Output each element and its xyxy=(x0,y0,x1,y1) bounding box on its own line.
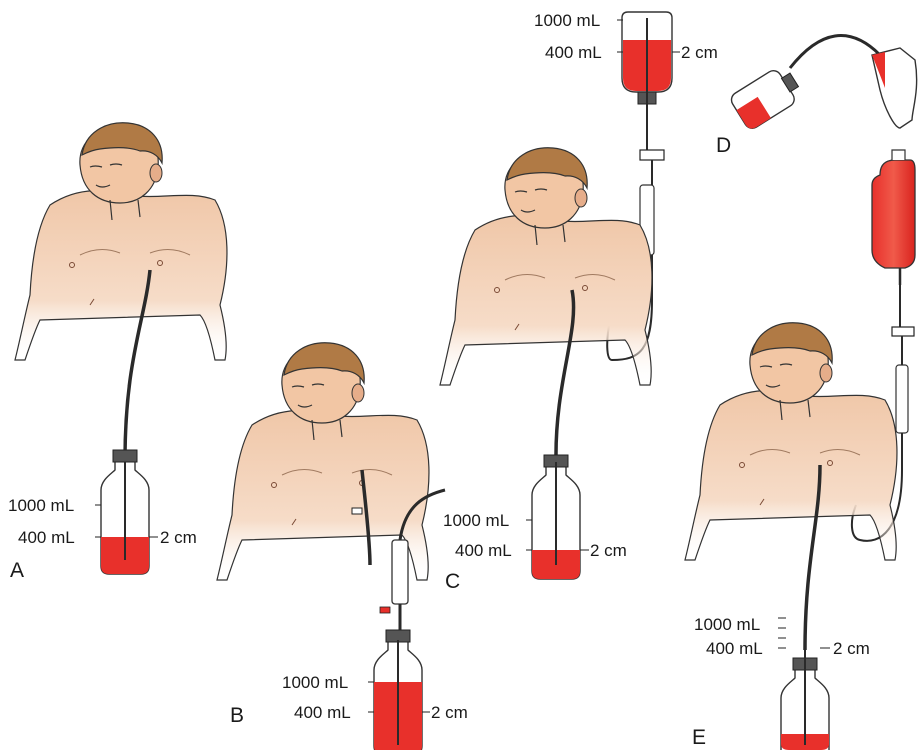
panel-e: 1000 mL 400 mL 2 cm E xyxy=(685,150,915,750)
c-suction-volume-high: 1000 mL xyxy=(534,11,600,30)
panel-d: D xyxy=(716,36,917,157)
b-depth: 2 cm xyxy=(431,703,468,722)
collection-bottle-b xyxy=(374,630,422,750)
collection-bag-small-d xyxy=(729,63,805,131)
b-volume-high: 1000 mL xyxy=(282,673,348,692)
e-volume-high: 1000 mL xyxy=(694,615,760,634)
c-depth: 2 cm xyxy=(590,541,627,560)
c-suction-depth: 2 cm xyxy=(681,43,718,62)
panel-label-a: A xyxy=(10,559,24,582)
a-volume-high: 1000 mL xyxy=(8,496,74,515)
a-depth: 2 cm xyxy=(160,528,197,547)
e-volume-low: 400 mL xyxy=(706,639,763,658)
collection-bottle-a xyxy=(101,450,149,574)
a-volume-low: 400 mL xyxy=(18,528,75,547)
panel-label-d: D xyxy=(716,134,731,157)
panel-label-e: E xyxy=(692,726,706,749)
fluid-bag-e xyxy=(872,150,915,285)
c-volume-high: 1000 mL xyxy=(443,511,509,530)
collection-bottle-e xyxy=(781,650,829,750)
drainage-bag-d xyxy=(872,48,917,128)
e-depth: 2 cm xyxy=(833,639,870,658)
panel-a: 1000 mL 400 mL 2 cm A xyxy=(8,123,227,582)
panel-c: 1000 mL 400 mL 2 cm 1000 mL 400 mL 2 cm … xyxy=(440,11,718,593)
panel-label-c: C xyxy=(445,570,460,593)
collection-bottle-c xyxy=(532,455,580,579)
drip-chamber-b xyxy=(392,540,408,604)
b-volume-low: 400 mL xyxy=(294,703,351,722)
c-suction-volume-low: 400 mL xyxy=(545,43,602,62)
c-volume-low: 400 mL xyxy=(455,541,512,560)
panel-b: 1000 mL 400 mL 2 cm B xyxy=(217,343,468,750)
suction-bottle-c xyxy=(622,12,672,160)
panel-label-b: B xyxy=(230,704,244,727)
